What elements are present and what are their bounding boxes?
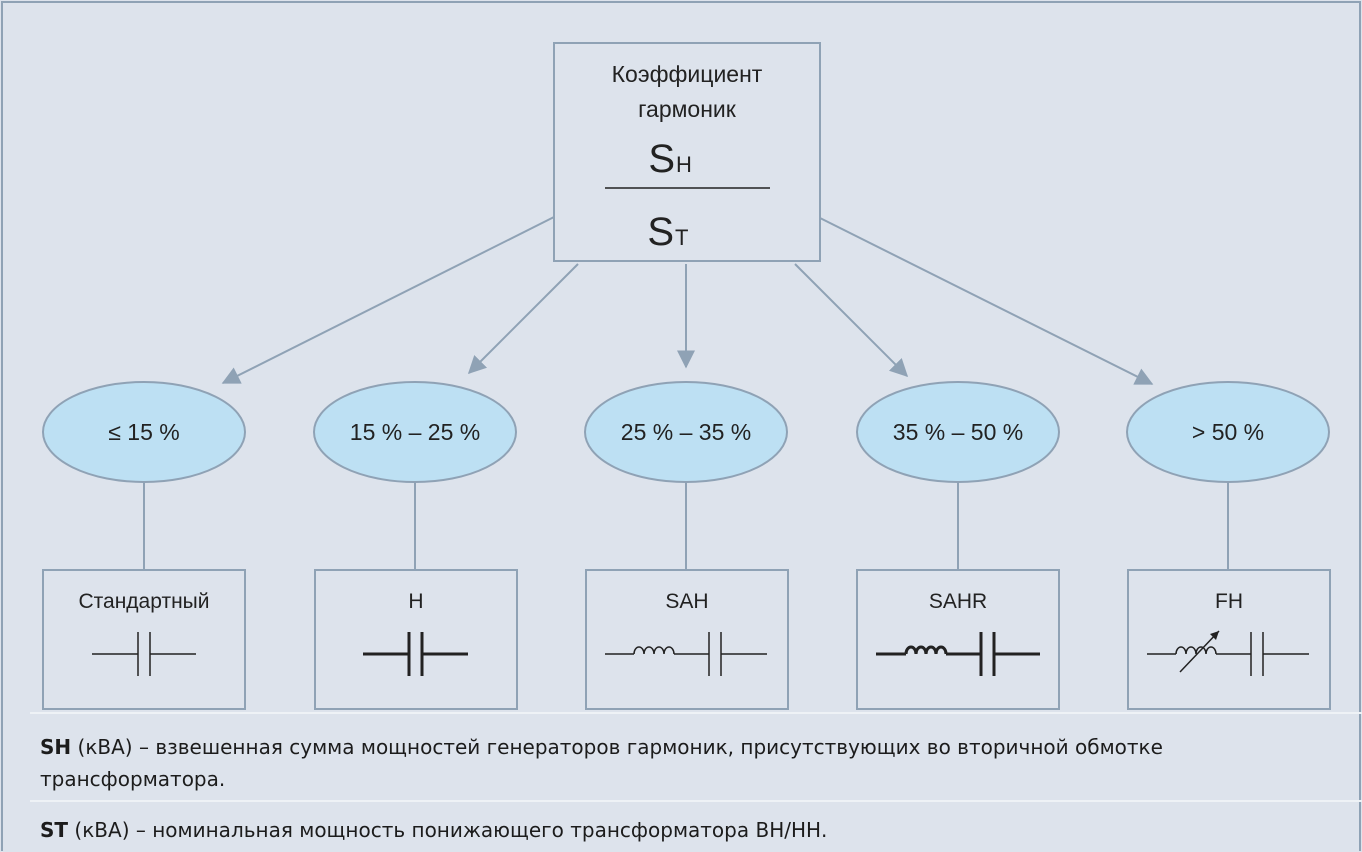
note-st-text: (кВА) – номинальная мощность понижающего…: [68, 818, 828, 842]
fraction-numerator: S H: [648, 137, 692, 181]
range-label-1: ≤ 15 %: [108, 419, 179, 445]
denominator-symbol: S: [647, 210, 674, 254]
note-st: ST (кВА) – номинальная мощность понижающ…: [40, 814, 1330, 846]
range-ellipse-2: 15 % – 25 %: [313, 381, 517, 483]
arrow-to-range-5: [819, 217, 1154, 385]
capacitor-bold-icon: [363, 632, 468, 676]
inductor-capacitor-icon: [605, 632, 767, 676]
range-label-2: 15 % – 25 %: [350, 419, 480, 445]
type-box-4: SAHR: [856, 569, 1060, 710]
range-ellipse-1: ≤ 15 %: [42, 381, 246, 483]
type-box-3: SAH: [585, 569, 789, 710]
root-title-line1: Коэффициент: [612, 61, 763, 87]
denominator-subscript: T: [675, 225, 688, 250]
range-ellipse-5: > 50 %: [1126, 381, 1330, 483]
range-label-5: > 50 %: [1192, 419, 1264, 445]
type-box-1: Стандартный: [42, 569, 246, 710]
inductor-capacitor-bold-icon: [876, 632, 1040, 676]
arrow-to-range-2: [467, 263, 579, 375]
arrow-to-range-4: [794, 263, 909, 378]
root-title-line2: гармоник: [638, 96, 737, 122]
fraction-denominator: S T: [647, 210, 688, 254]
capacitor-icon: [92, 632, 196, 676]
type-label-4: SAHR: [929, 590, 987, 613]
range-label-4: 35 % – 50 %: [893, 419, 1023, 445]
range-ellipse-3: 25 % – 35 %: [584, 381, 788, 483]
variable-inductor-capacitor-icon: [1147, 630, 1309, 676]
type-label-1: Стандартный: [78, 590, 209, 613]
note-sh-text: (кВА) – взвешенная сумма мощностей генер…: [40, 735, 1163, 791]
type-label-3: SAH: [665, 590, 708, 613]
numerator-symbol: S: [648, 137, 675, 181]
root-box: Коэффициент гармоник S H S T: [553, 42, 821, 262]
note-st-term: ST: [40, 818, 69, 842]
range-ellipse-4: 35 % – 50 %: [856, 381, 1060, 483]
type-box-5: FH: [1127, 569, 1331, 710]
numerator-subscript: H: [676, 152, 692, 177]
type-label-2: H: [408, 590, 423, 613]
type-box-2: H: [314, 569, 518, 710]
harmonic-factor-diagram: Коэффициент гармоник S H S T ≤ 15 % 15 %…: [42, 42, 1331, 710]
notes-separator-top: [30, 712, 1362, 714]
note-sh: SH (кВА) – взвешенная сумма мощностей ге…: [40, 731, 1330, 795]
type-label-5: FH: [1215, 590, 1243, 613]
range-label-3: 25 % – 35 %: [621, 419, 751, 445]
notes-separator-middle: [30, 800, 1362, 802]
arrow-to-range-1: [221, 216, 555, 384]
note-sh-term: SH: [40, 735, 72, 759]
